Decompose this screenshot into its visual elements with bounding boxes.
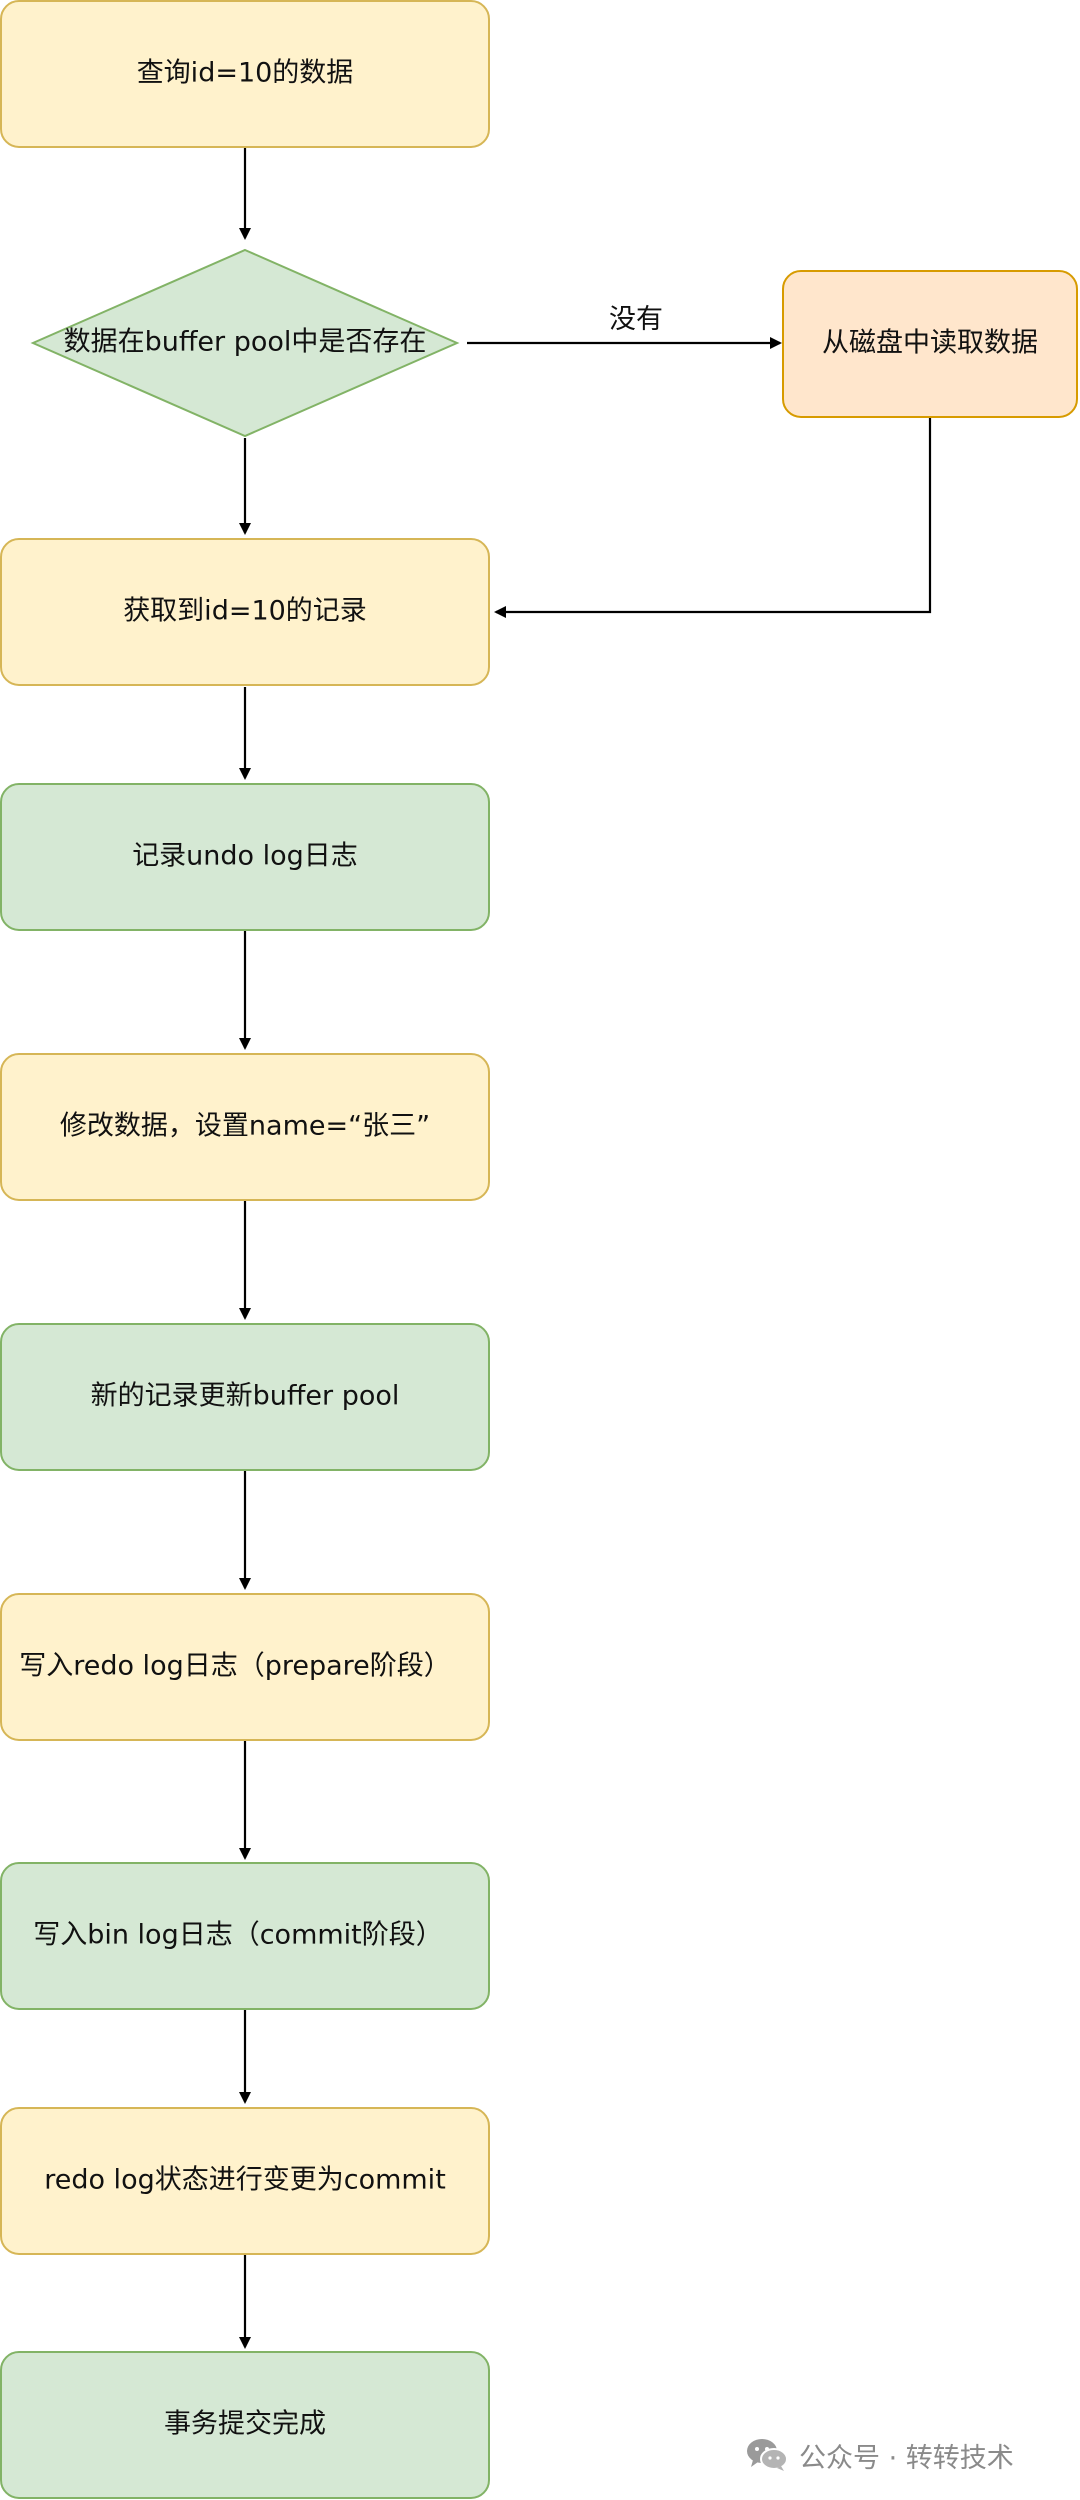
node-redo-prepare-label: 写入redo log日志（prepare阶段） [19, 1651, 451, 1682]
node-binlog-box [0, 1862, 490, 2010]
node-redo-commit-label: redo log状态进行变更为commit [44, 2165, 446, 2196]
edge-disk-to-got-record [494, 418, 932, 618]
node-disk-label: 从磁盘中读取数据 [822, 328, 1038, 359]
node-undo-log-box [0, 783, 490, 931]
node-redo-commit: redo log状态进行变更为commit [0, 2107, 490, 2255]
node-got-record-label: 获取到id=10的记录 [123, 596, 367, 627]
wechat-icon [747, 2439, 788, 2471]
edges [239, 148, 932, 2349]
edge-label-no: 没有 [609, 304, 663, 335]
node-modify-label: 修改数据，设置name=“张三” [60, 1111, 430, 1142]
watermark: 公众号 · 转转技术 [745, 2433, 1014, 2477]
node-got-record-box [0, 538, 490, 686]
node-modify: 修改数据，设置name=“张三” [0, 1053, 490, 1201]
node-binlog-label: 写入bin log日志（commit阶段） [33, 1920, 443, 1951]
node-update-pool: 新的记录更新buffer pool [0, 1323, 490, 1471]
node-check-diamond [30, 248, 460, 438]
node-update-pool-label: 新的记录更新buffer pool [91, 1381, 400, 1412]
watermark-text: 公众号 · 转转技术 [799, 2442, 1014, 2474]
node-redo-commit-box [0, 2107, 490, 2255]
node-binlog: 写入bin log日志（commit阶段） [0, 1862, 490, 2010]
node-modify-box [0, 1053, 490, 1201]
node-disk-box [782, 270, 1078, 418]
node-query-label: 查询id=10的数据 [137, 58, 354, 89]
node-check: 数据在buffer pool中是否存在 [30, 248, 460, 438]
node-undo-log: 记录undo log日志 [0, 783, 490, 931]
node-redo-prepare-box [0, 1593, 490, 1741]
node-done-box [0, 2351, 490, 2499]
node-query-box [0, 0, 490, 148]
node-redo-prepare: 写入redo log日志（prepare阶段） [0, 1593, 490, 1741]
node-undo-log-label: 记录undo log日志 [132, 841, 358, 872]
node-update-pool-box [0, 1323, 490, 1471]
node-disk: 从磁盘中读取数据 [782, 270, 1078, 418]
node-query: 查询id=10的数据 [0, 0, 490, 148]
node-done: 事务提交完成 [0, 2351, 490, 2499]
node-done-label: 事务提交完成 [164, 2409, 326, 2440]
node-check-label: 数据在buffer pool中是否存在 [64, 327, 427, 358]
node-got-record: 获取到id=10的记录 [0, 538, 490, 686]
